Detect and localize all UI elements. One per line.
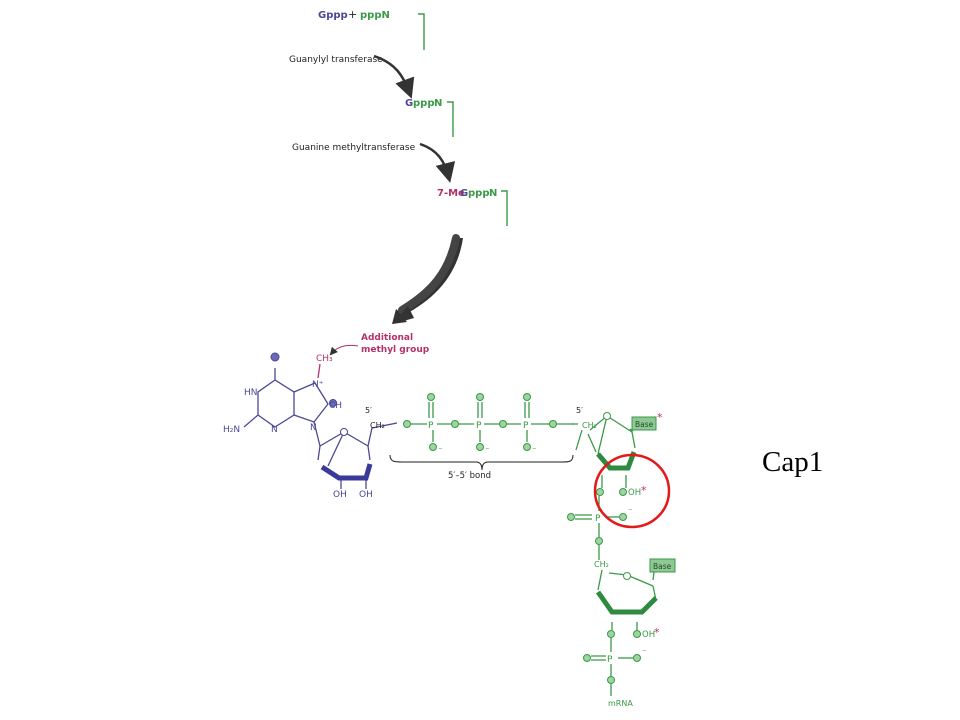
- bridge-oxygen-4: [549, 420, 557, 428]
- step1-pppn: pppN: [360, 10, 390, 21]
- p2-anion: [633, 654, 641, 662]
- reaction-arrow-2: [419, 142, 456, 183]
- blue-ribose-bold-edge: [320, 463, 373, 481]
- bond-brace: [389, 454, 574, 471]
- ch2-right: CH₂: [582, 421, 597, 430]
- big-curved-arrow: [392, 238, 463, 324]
- phosphate3-anion: [523, 443, 531, 451]
- ribose2-oh-label: OH: [642, 630, 655, 640]
- guanine-n3: N: [271, 425, 278, 435]
- enzyme-guanine-methyltransferase: Guanine methyltransferase: [292, 143, 416, 153]
- p2-label: P: [607, 655, 613, 665]
- five-prime-left: 5′: [365, 406, 372, 415]
- ribose1-oh-oxygen: [619, 488, 627, 496]
- phosphate1-oxo: [427, 393, 435, 401]
- guanine-n7: N⁺: [312, 380, 324, 390]
- annotation-additional: Additional: [361, 333, 413, 343]
- ch2-second: CH₂: [594, 560, 609, 569]
- phosphate2-anion: [476, 443, 484, 451]
- step3-g: G: [460, 188, 468, 199]
- step1-gppp: Gppp: [318, 10, 348, 21]
- reaction-step-2: G ppp N: [405, 98, 454, 137]
- guanine-n9: N: [310, 423, 317, 433]
- bridge-oxygen-2: [451, 420, 459, 428]
- step2-g: G: [405, 98, 413, 109]
- p2-minus: ⁻: [642, 648, 647, 658]
- annotation-methyl-group: methyl group: [361, 345, 430, 355]
- step3-ppp: ppp: [468, 188, 489, 199]
- ribose2-o2-oxygen: [607, 630, 615, 638]
- step2-ppp: ppp: [413, 98, 434, 109]
- five-prime-right: 5′: [576, 406, 583, 415]
- methylguanosine: [243, 363, 329, 447]
- guanine-ch: CH: [329, 401, 342, 411]
- base-label-1: Base: [635, 420, 654, 429]
- phosphate1-anion: [429, 443, 437, 451]
- step1-plus: +: [348, 8, 357, 21]
- guanine-ch-atom: [329, 399, 337, 407]
- p2-oxo: [583, 654, 591, 662]
- mrna-label: mRNA: [608, 699, 633, 708]
- ribose1-oh-star: *: [641, 484, 647, 497]
- blue-ribose: [317, 422, 398, 489]
- step2-n: N: [434, 98, 442, 109]
- ribose2-oh-oxygen: [633, 630, 641, 638]
- p1-label: P: [595, 514, 601, 524]
- guanine-h2n: H₂N: [223, 425, 240, 435]
- phosphate3-p: P: [523, 421, 529, 431]
- p2-bridge-oxygen: [607, 676, 615, 684]
- bond-label: 5′–5′ bond: [448, 471, 491, 481]
- p1-oxo: [567, 513, 575, 521]
- p1-bridge-oxygen: [595, 537, 603, 545]
- rna-tail-2: [447, 101, 454, 137]
- phosphate2-p: P: [476, 421, 482, 431]
- phosphodiester-2: [591, 638, 633, 696]
- reaction-arrow-1: [373, 54, 415, 99]
- base-label-2: Base: [653, 562, 672, 571]
- base-box-1: [631, 416, 657, 431]
- phosphate1-p: P: [428, 421, 434, 431]
- phosphate3-minus: ⁻: [532, 446, 537, 456]
- green-ribose-1-ring-oxygen: [603, 412, 611, 420]
- base-star-1: *: [657, 411, 663, 424]
- enzyme-guanylyl-transferase: Guanylyl transferase: [289, 55, 383, 65]
- big-arrow-shaft: [398, 234, 460, 314]
- blue-ribose-oh-2: OH: [359, 490, 373, 500]
- green-ribose-2-ring-oxygen: [623, 572, 631, 580]
- ch2-left: CH₂: [370, 421, 385, 430]
- methyl-ch3: CH₃: [316, 354, 333, 364]
- rna-tail-1: [418, 13, 425, 50]
- ribose1-o2-oxygen: [596, 488, 604, 496]
- guanine-hn: HN: [244, 388, 258, 398]
- green-ribose-2-bold-edge: [595, 590, 658, 615]
- bridge-oxygen-3: [499, 420, 507, 428]
- phosphate1-minus: ⁻: [438, 446, 443, 456]
- p1-anion: [619, 513, 627, 521]
- green-ribose-1-c4: [587, 433, 597, 453]
- step3-7me: 7-Me: [437, 188, 465, 199]
- base-box-2: [649, 558, 676, 573]
- big-arrow-head: [393, 306, 414, 324]
- bridge-oxygen-1: [403, 420, 411, 428]
- highlight-circle: [593, 453, 671, 529]
- p1-minus: ⁻: [628, 507, 633, 517]
- guanine-carbonyl-oxygen: [270, 352, 280, 362]
- reaction-step-3: 7-Me G ppp N: [437, 188, 508, 226]
- phosphate2-oxo: [476, 393, 484, 401]
- green-ribose-1-bold-edge: [596, 451, 637, 471]
- blue-ribose-oh-1: OH: [333, 490, 347, 500]
- phosphate3-oxo: [523, 393, 531, 401]
- ribose2-oh-star: *: [654, 626, 660, 639]
- annotation-arrow: [329, 344, 359, 356]
- blue-ribose-ring-oxygen: [340, 428, 348, 436]
- ribose1-oh-label: OH: [628, 488, 641, 498]
- rna-tail-3: [501, 190, 508, 226]
- step3-n: N: [489, 188, 497, 199]
- reaction-step-1: Gppp + pppN: [318, 8, 425, 50]
- cap1-label: Cap1: [762, 446, 824, 478]
- phosphate2-minus: ⁻: [485, 446, 490, 456]
